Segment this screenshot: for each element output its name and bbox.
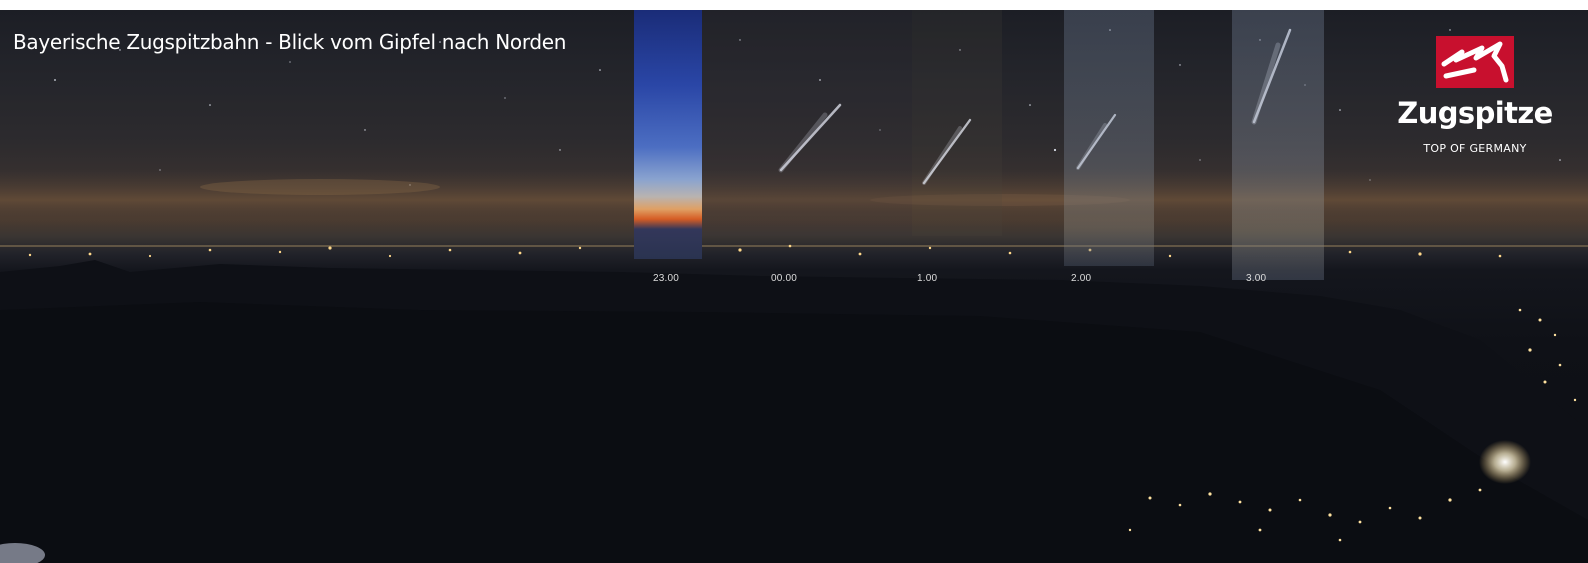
time-panel-3 (1232, 10, 1324, 280)
time-label: 00.00 (771, 273, 798, 284)
mountain-foreground (0, 302, 1588, 563)
time-panel-2 (1064, 10, 1154, 266)
logo-mark-icon (1436, 36, 1514, 88)
time-label: 3.00 (1246, 273, 1267, 284)
time-panel-1 (912, 10, 1002, 236)
plains-lights (0, 244, 1588, 258)
cloud-band (870, 194, 1130, 206)
logo-name: Zugspitze (1397, 96, 1553, 130)
zugspitze-logo: Zugspitze TOP OF GERMANY (1392, 36, 1558, 166)
time-panel-23 (634, 10, 702, 259)
time-label: 1.00 (917, 273, 938, 284)
cloud-band (200, 179, 440, 195)
time-panel-00 (702, 10, 912, 236)
comet-streaks (634, 28, 1292, 185)
town-glow (1479, 440, 1531, 484)
valley-lights (1128, 308, 1577, 542)
top-strip (0, 0, 1588, 10)
corner-light (0, 543, 45, 563)
landscape-layer (0, 28, 1588, 563)
webcam-panorama: 23.00 00.00 1.00 2.00 3.00 Bayerische Zu… (0, 10, 1588, 563)
page-title: Bayerische Zugspitzbahn - Blick vom Gipf… (13, 30, 567, 54)
time-label: 2.00 (1071, 273, 1092, 284)
horizon-haze (0, 170, 1588, 230)
time-label: 23.00 (653, 273, 680, 284)
logo-tagline: TOP OF GERMANY (1423, 142, 1527, 155)
